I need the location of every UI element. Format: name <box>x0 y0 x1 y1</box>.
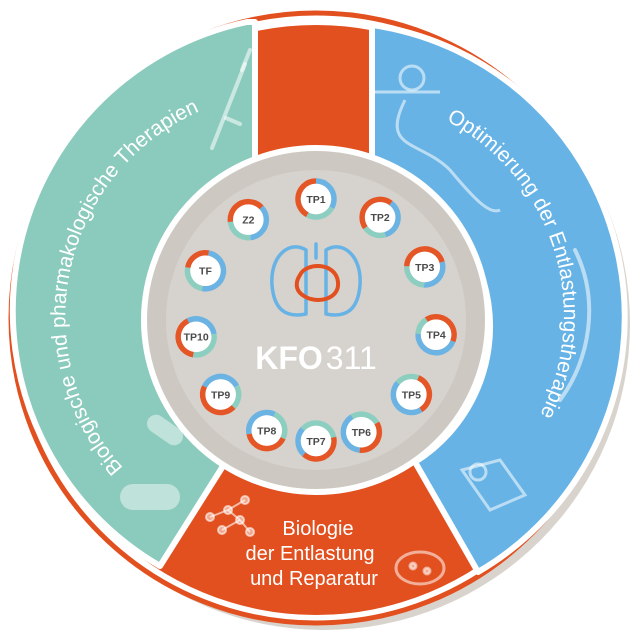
lungs-heart-icon <box>270 242 362 317</box>
node-center <box>420 319 452 350</box>
node-ring-segment <box>184 250 227 292</box>
node-tp4: TP4 <box>415 313 457 356</box>
node-tp1: TP1 <box>295 178 337 220</box>
section-bottom-line1: Biologie <box>282 518 353 540</box>
node-center <box>180 321 212 353</box>
node-label: TP3 <box>415 262 434 274</box>
node-ring-segment <box>340 411 383 453</box>
node-ring-segment <box>199 373 242 416</box>
node-ring-segment <box>359 196 401 239</box>
node-ring-segment <box>359 196 401 239</box>
node-ring-segment <box>175 316 217 358</box>
node-label: TP1 <box>306 194 325 206</box>
node-label: Z2 <box>242 214 254 226</box>
node-ring-segment <box>404 246 446 288</box>
section-bottom-line2: der Entlastung <box>246 543 375 565</box>
node-ring-segment <box>175 316 217 358</box>
node-center <box>300 425 332 457</box>
node-ring-segment <box>295 420 337 462</box>
node-tp6: TP6 <box>340 411 383 453</box>
node-label: TP10 <box>184 332 209 344</box>
node-center <box>364 202 396 233</box>
node-label: TP6 <box>352 427 371 439</box>
node-tp10: TP10 <box>175 316 217 358</box>
node-tp2: TP2 <box>359 196 401 239</box>
node-ring-segment <box>246 409 288 452</box>
node-ring-segment <box>246 409 288 452</box>
node-label: TP5 <box>402 389 421 401</box>
node-ring-segment <box>390 373 433 416</box>
molecule-icon <box>205 495 255 537</box>
brand-light: 311 <box>326 340 377 376</box>
node-tf: TF <box>184 250 227 292</box>
node-ring-segment <box>199 373 242 416</box>
node-center <box>233 204 264 235</box>
node-z2: Z2 <box>227 198 270 241</box>
node-center <box>205 379 236 410</box>
node-label: TP8 <box>257 425 276 437</box>
node-center <box>409 251 441 283</box>
node-ring-segment <box>415 313 457 356</box>
node-center <box>396 379 427 410</box>
node-center <box>251 415 283 446</box>
node-ring-segment <box>227 198 270 241</box>
cannula-icon <box>558 248 592 402</box>
node-tp8: TP8 <box>246 409 288 452</box>
capsule-icon <box>120 414 184 510</box>
node-tp9: TP9 <box>199 373 242 416</box>
node-tp5: TP5 <box>390 373 433 416</box>
node-ring-segment <box>390 373 433 416</box>
petri-dish-icon <box>394 550 446 586</box>
node-center <box>300 183 332 215</box>
center-brand: KFO311 <box>255 340 377 376</box>
node-center <box>190 255 221 287</box>
syringe-icon <box>210 48 252 150</box>
node-tp3: TP3 <box>404 246 446 288</box>
node-ring-segment <box>415 313 457 356</box>
node-label: TF <box>199 266 212 278</box>
heart-device-icon <box>459 458 528 512</box>
node-label: TP7 <box>306 436 325 448</box>
node-label: TP4 <box>426 330 445 342</box>
node-ring-segment <box>184 250 227 292</box>
pump-device-icon <box>375 64 501 213</box>
node-ring-segment <box>295 178 337 220</box>
node-ring-segment <box>340 411 383 453</box>
brand-bold: KFO <box>255 340 323 376</box>
node-center <box>346 416 377 448</box>
node-ring-segment <box>227 198 270 241</box>
section-bottom-line3: und Reparatur <box>250 568 378 590</box>
node-tp7: TP7 <box>295 420 337 462</box>
node-ring-segment <box>295 420 337 462</box>
node-ring-segment <box>295 178 337 220</box>
node-label: TP2 <box>370 212 389 224</box>
node-label: TP9 <box>211 389 230 401</box>
node-ring-segment <box>404 246 446 288</box>
